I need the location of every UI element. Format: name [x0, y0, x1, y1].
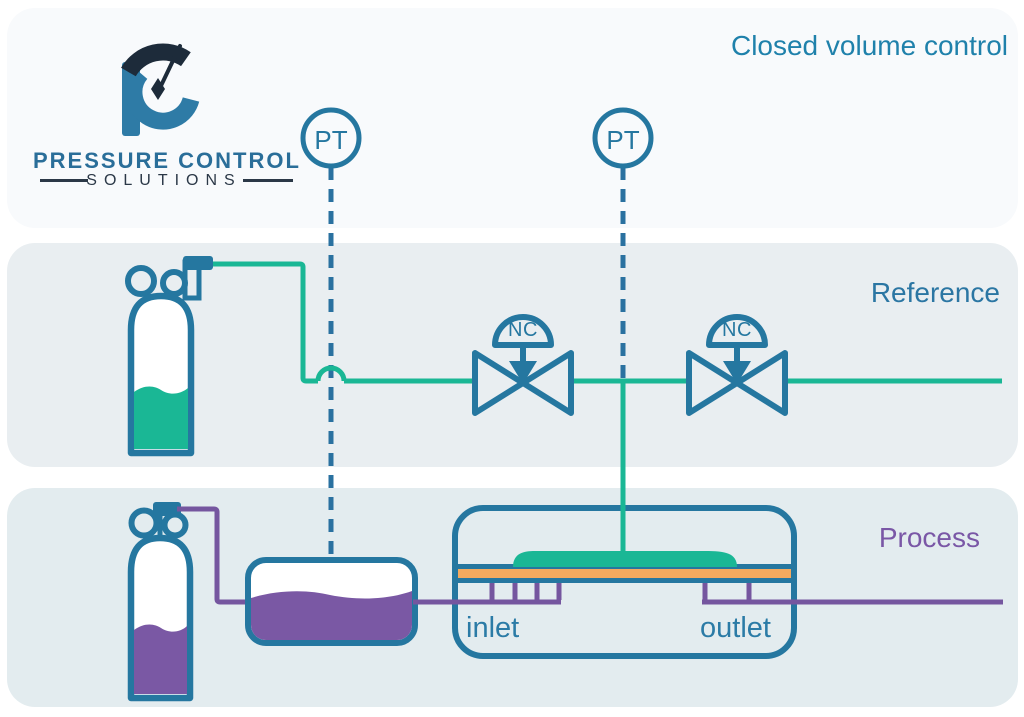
logo-tagline-rule-left [40, 179, 88, 182]
process-gas-cylinder [127, 502, 254, 702]
cylinder-liquid-purple [134, 624, 187, 694]
valve2-nc-tag: NC [722, 319, 752, 341]
valve-nc-1 [472, 314, 574, 416]
valve-stem-arrow [509, 361, 537, 384]
logo-company-name: PRESSURE CONTROL [33, 148, 301, 173]
liquid-tank [245, 557, 418, 646]
cylinder-handwheel [160, 269, 188, 297]
valve-actuator-dome [492, 314, 554, 348]
cylinder-handwheel [161, 511, 189, 539]
cylinder-handwheel [125, 265, 157, 297]
reference-gas-cylinder [125, 256, 213, 457]
pressure-transmitter-1 [300, 107, 362, 169]
process-supply-line [177, 506, 254, 605]
logo-tagline: SOLUTIONS [86, 172, 242, 189]
process-chamber [413, 505, 1003, 659]
line-crossing-hop [315, 365, 347, 382]
chuck-porous-layer [458, 569, 791, 578]
pressure-transmitter-2 [592, 107, 654, 169]
logo-tagline-rule-right [243, 179, 293, 182]
logo-mark [121, 43, 200, 136]
chamber-outlet-label: outlet [700, 612, 771, 644]
valve-actuator-dome [706, 314, 768, 348]
cylinder-valve-cap [153, 502, 181, 516]
chamber-inlet-label: inlet [466, 612, 520, 644]
tank-liquid-purple [251, 591, 412, 640]
logo-p-bowl [125, 67, 200, 130]
process-section-label: Process [878, 522, 980, 553]
gauge-scale-arc [121, 43, 191, 77]
cylinder-valve-cap [183, 256, 213, 270]
pt2-tag: PT [606, 125, 640, 155]
page-title: Closed volume control [730, 30, 1008, 61]
cylinder-handwheel [128, 507, 160, 539]
reference-section-label: Reference [870, 277, 1000, 308]
chuck-channels [489, 583, 752, 600]
valve-nc-2 [686, 314, 788, 416]
chuck-plate-bottom [458, 578, 791, 583]
pt1-tag: PT [314, 125, 348, 155]
cylinder-liquid-green [134, 386, 188, 449]
gauge-needle-pivot [151, 78, 165, 100]
valve-stem-arrow [723, 361, 751, 384]
valve1-nc-tag: NC [508, 319, 538, 341]
wafer [513, 551, 737, 567]
reference-gas-line [208, 261, 1002, 384]
